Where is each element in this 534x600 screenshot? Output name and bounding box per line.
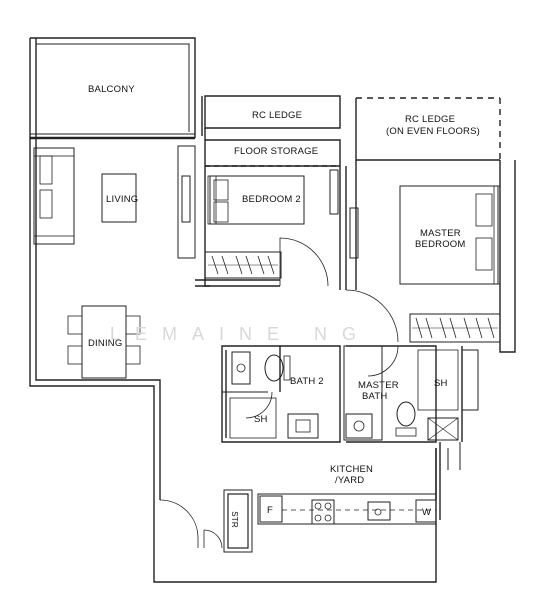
label-bath-2: BATH 2 [290, 376, 324, 387]
washer [415, 499, 437, 523]
label-kitchen-line2: /YARD [335, 475, 365, 486]
sink [367, 501, 391, 521]
label-fridge: F [267, 505, 274, 516]
store [227, 493, 249, 549]
master-bedroom-walls [499, 160, 516, 353]
bath-2-toilet [264, 354, 284, 382]
label-dining: DINING [88, 338, 123, 349]
label-sh-master: SH [434, 378, 448, 389]
bedroom-2-wardrobe [204, 251, 282, 279]
master-bath-basin [345, 413, 373, 439]
label-bedroom-2: BEDROOM 2 [242, 194, 301, 205]
label-washer: W [422, 507, 432, 518]
label-store: STR [229, 511, 239, 528]
label-rc-ledge-even: RC LEDGE [405, 114, 456, 125]
hob [311, 499, 335, 525]
label-sh-bath-2: SH [254, 414, 268, 425]
outer-wall-west [29, 38, 437, 583]
bath-block-walls [221, 345, 341, 443]
master-bath-toilet [396, 401, 416, 427]
coffee-table [101, 173, 137, 223]
bedroom-2-bed [209, 175, 305, 225]
watermark: LEMAINE NG [110, 324, 372, 344]
dining-table [81, 305, 127, 379]
label-living: LIVING [106, 194, 139, 205]
label-rc-ledge: RC LEDGE [252, 110, 303, 121]
fridge [259, 495, 283, 523]
label-master-bedroom-line1: MASTER [420, 228, 461, 239]
label-floor-storage: FLOOR STORAGE [234, 146, 319, 157]
label-balcony: BALCONY [88, 84, 135, 95]
label-master-bath-line1: MASTER [358, 380, 399, 391]
rc-ledge-outline [204, 95, 341, 129]
master-bedroom-bed [399, 185, 499, 285]
bath-2-basin [231, 351, 251, 385]
label-master-bath-line2: BATH [362, 391, 388, 402]
label-master-bedroom-line2: BEDROOM [415, 239, 466, 250]
label-rc-ledge-even-note: (ON EVEN FLOORS) [386, 126, 480, 137]
balcony-outline [30, 37, 196, 138]
kitchen-counter [257, 493, 437, 525]
label-kitchen-line1: KITCHEN [330, 464, 374, 475]
master-wardrobe [409, 313, 501, 343]
